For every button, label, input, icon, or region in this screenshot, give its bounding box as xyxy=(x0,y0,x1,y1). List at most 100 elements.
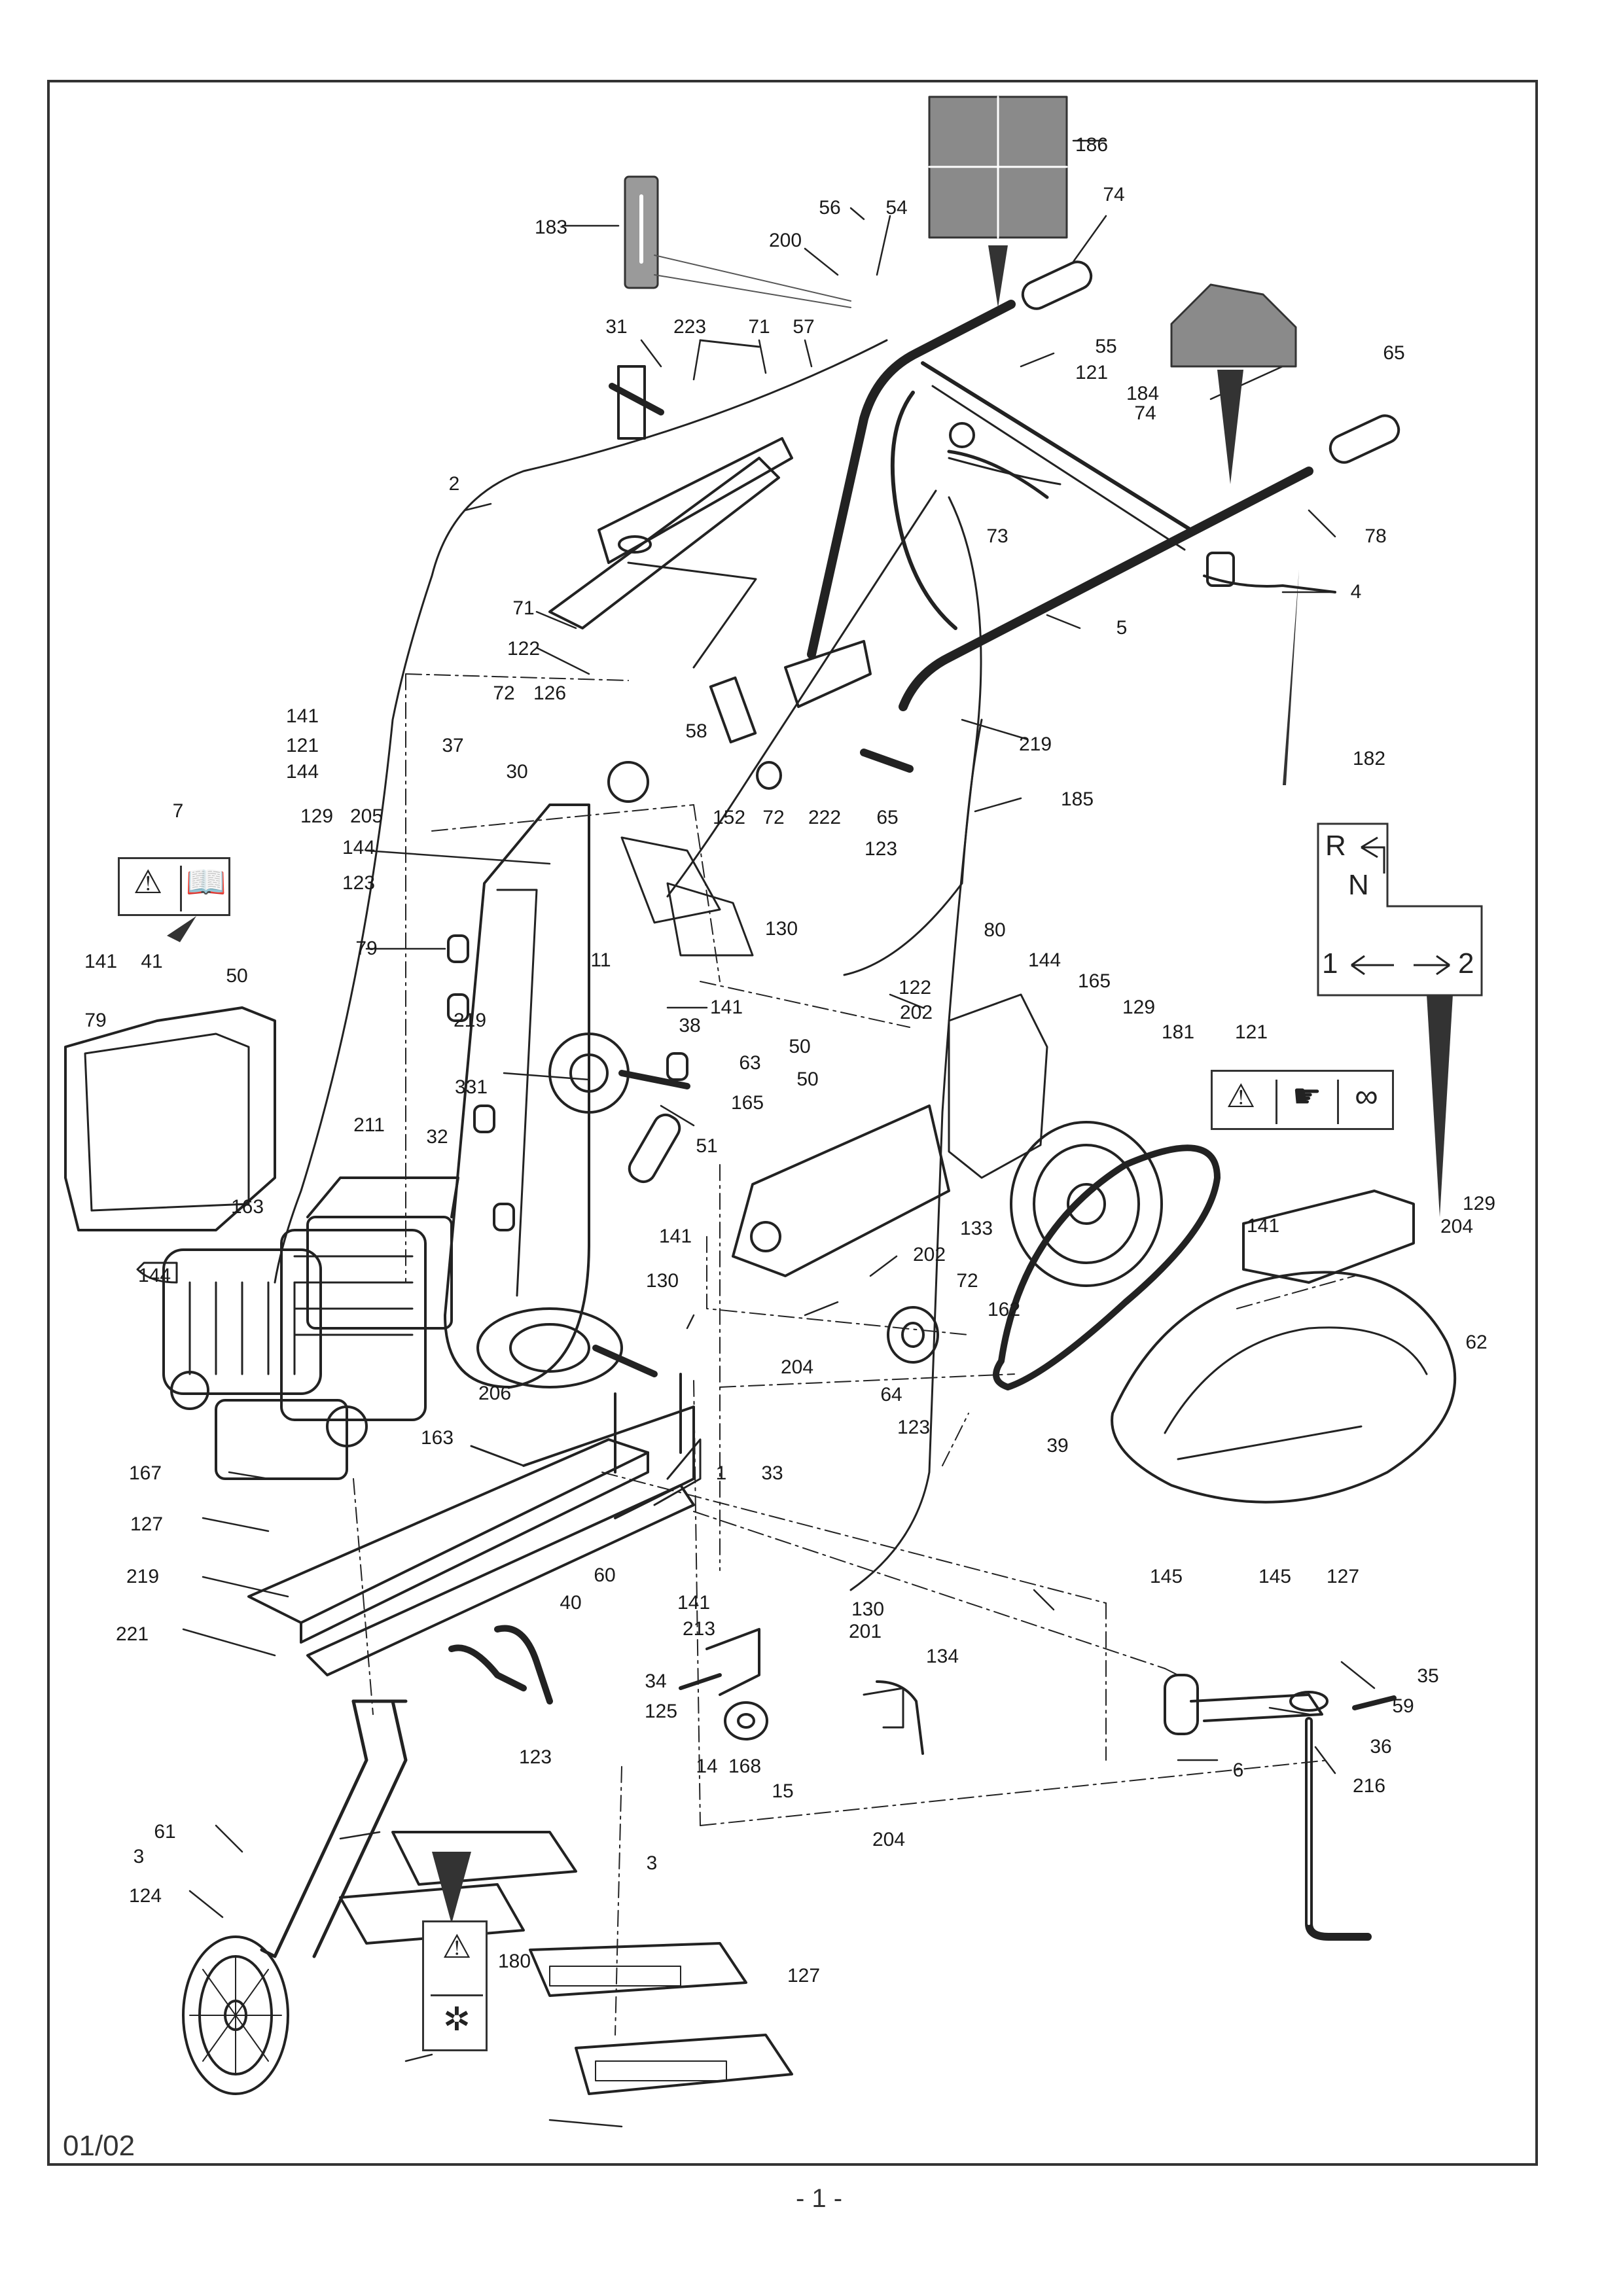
part-label: 126 xyxy=(533,682,567,704)
part-label: 6 xyxy=(1232,1759,1244,1781)
rotating-tine-icon: ✲ xyxy=(431,1994,483,2036)
decal-181: ⚠ ☛ ∞ xyxy=(1211,1070,1394,1130)
part-label: 124 xyxy=(128,1885,162,1907)
part-label: 205 xyxy=(349,805,383,827)
page-number: - 1 - xyxy=(796,2184,843,2213)
part-label: 165 xyxy=(1077,970,1111,992)
part-label: 30 xyxy=(506,761,528,783)
part-label: 211 xyxy=(353,1114,385,1136)
handle-mount xyxy=(548,365,914,803)
handlebar-assembly xyxy=(807,260,1400,712)
shift-r-label: R xyxy=(1325,830,1346,862)
part-label: 182 xyxy=(1352,748,1386,769)
pulley-and-belt xyxy=(732,993,1221,1390)
part-label: 79 xyxy=(84,1010,107,1031)
part-label: 55 xyxy=(1095,336,1117,357)
part-label: 80 xyxy=(984,919,1006,941)
part-label: 37 xyxy=(442,735,464,756)
part-label: 130 xyxy=(851,1598,885,1620)
part-label: 78 xyxy=(1364,525,1387,547)
part-label: 39 xyxy=(1046,1435,1069,1457)
part-label: 50 xyxy=(789,1036,811,1057)
part-label: 219 xyxy=(126,1566,160,1587)
part-label: 65 xyxy=(876,807,899,828)
transmission-chain-case xyxy=(444,804,754,1388)
part-label: 204 xyxy=(1440,1216,1474,1237)
part-label: 1 xyxy=(715,1462,727,1484)
speed-gauge-icon: ∞ xyxy=(1337,1080,1394,1124)
part-label: 3 xyxy=(646,1852,658,1874)
part-label: 56 xyxy=(819,197,841,219)
part-label: 141 xyxy=(1246,1215,1280,1237)
part-label: 201 xyxy=(848,1621,882,1642)
part-label: 65 xyxy=(1383,342,1405,364)
part-label: 123 xyxy=(864,838,898,860)
part-label: 141 xyxy=(658,1226,692,1247)
part-label: 64 xyxy=(880,1384,902,1405)
part-label: 2 xyxy=(448,473,460,495)
part-label: 121 xyxy=(1075,362,1109,383)
part-label: 144 xyxy=(285,761,319,783)
decal-184 xyxy=(1170,283,1297,484)
right-belt-cover xyxy=(1111,1190,1457,1504)
part-label: 123 xyxy=(342,872,376,894)
part-label: 152 xyxy=(712,807,746,828)
part-label: 144 xyxy=(137,1265,171,1286)
part-label: 54 xyxy=(885,197,908,219)
part-label: 15 xyxy=(772,1780,794,1802)
part-label: 59 xyxy=(1392,1695,1414,1717)
decal-180: ⚠ ✲ xyxy=(422,1920,488,2051)
part-label: 184 xyxy=(1126,383,1160,404)
part-label: 133 xyxy=(959,1218,993,1239)
part-label: 134 xyxy=(925,1646,959,1667)
part-label: 204 xyxy=(780,1356,814,1378)
leader-lines xyxy=(182,139,1376,2128)
part-label: 63 xyxy=(739,1052,761,1074)
part-label: 202 xyxy=(899,1002,933,1023)
part-label: 219 xyxy=(453,1010,487,1031)
part-label: 3 xyxy=(133,1846,145,1867)
part-label: 35 xyxy=(1417,1665,1439,1687)
decal-pointers xyxy=(167,569,1453,1924)
part-label: 36 xyxy=(1370,1736,1392,1757)
part-label: 121 xyxy=(285,735,319,756)
part-label: 72 xyxy=(493,682,515,704)
part-label: 222 xyxy=(808,807,842,828)
warning-triangle-icon: ⚠ xyxy=(442,1928,472,1965)
part-label: 73 xyxy=(986,525,1008,547)
part-label: 181 xyxy=(1161,1021,1195,1043)
part-label: 206 xyxy=(478,1383,512,1404)
diagram-frame xyxy=(47,80,1538,2166)
open-book-icon: 📖 xyxy=(180,866,230,911)
part-label: 141 xyxy=(677,1592,711,1614)
part-label: 7 xyxy=(172,800,184,822)
part-label: 145 xyxy=(1149,1566,1183,1587)
part-label: 145 xyxy=(1258,1566,1292,1587)
part-label: 163 xyxy=(230,1196,264,1218)
wheel-and-shields xyxy=(182,1699,793,2095)
part-label: 71 xyxy=(512,597,535,619)
part-label: 4 xyxy=(1350,581,1362,603)
part-label: 31 xyxy=(605,316,628,338)
part-label: 32 xyxy=(426,1126,448,1148)
engine xyxy=(162,1176,459,1480)
part-label: 141 xyxy=(709,997,743,1018)
part-label: 204 xyxy=(872,1829,906,1850)
part-label: 141 xyxy=(84,951,118,972)
part-label: 71 xyxy=(748,316,770,338)
part-label: 130 xyxy=(764,918,798,940)
part-label: 216 xyxy=(1352,1775,1386,1797)
part-label: 5 xyxy=(1116,617,1128,639)
part-label: 144 xyxy=(342,837,376,858)
part-label: 40 xyxy=(560,1592,582,1614)
part-label: 168 xyxy=(728,1756,762,1777)
part-label: 121 xyxy=(1234,1021,1268,1043)
part-label: 200 xyxy=(768,230,802,251)
revision-code: 01/02 xyxy=(63,2130,135,2162)
part-label: 33 xyxy=(761,1462,783,1484)
part-label: 41 xyxy=(141,951,163,972)
shift-n-label: N xyxy=(1348,869,1369,901)
part-label: 122 xyxy=(898,977,932,998)
depth-bar-assembly xyxy=(448,1625,1397,1941)
